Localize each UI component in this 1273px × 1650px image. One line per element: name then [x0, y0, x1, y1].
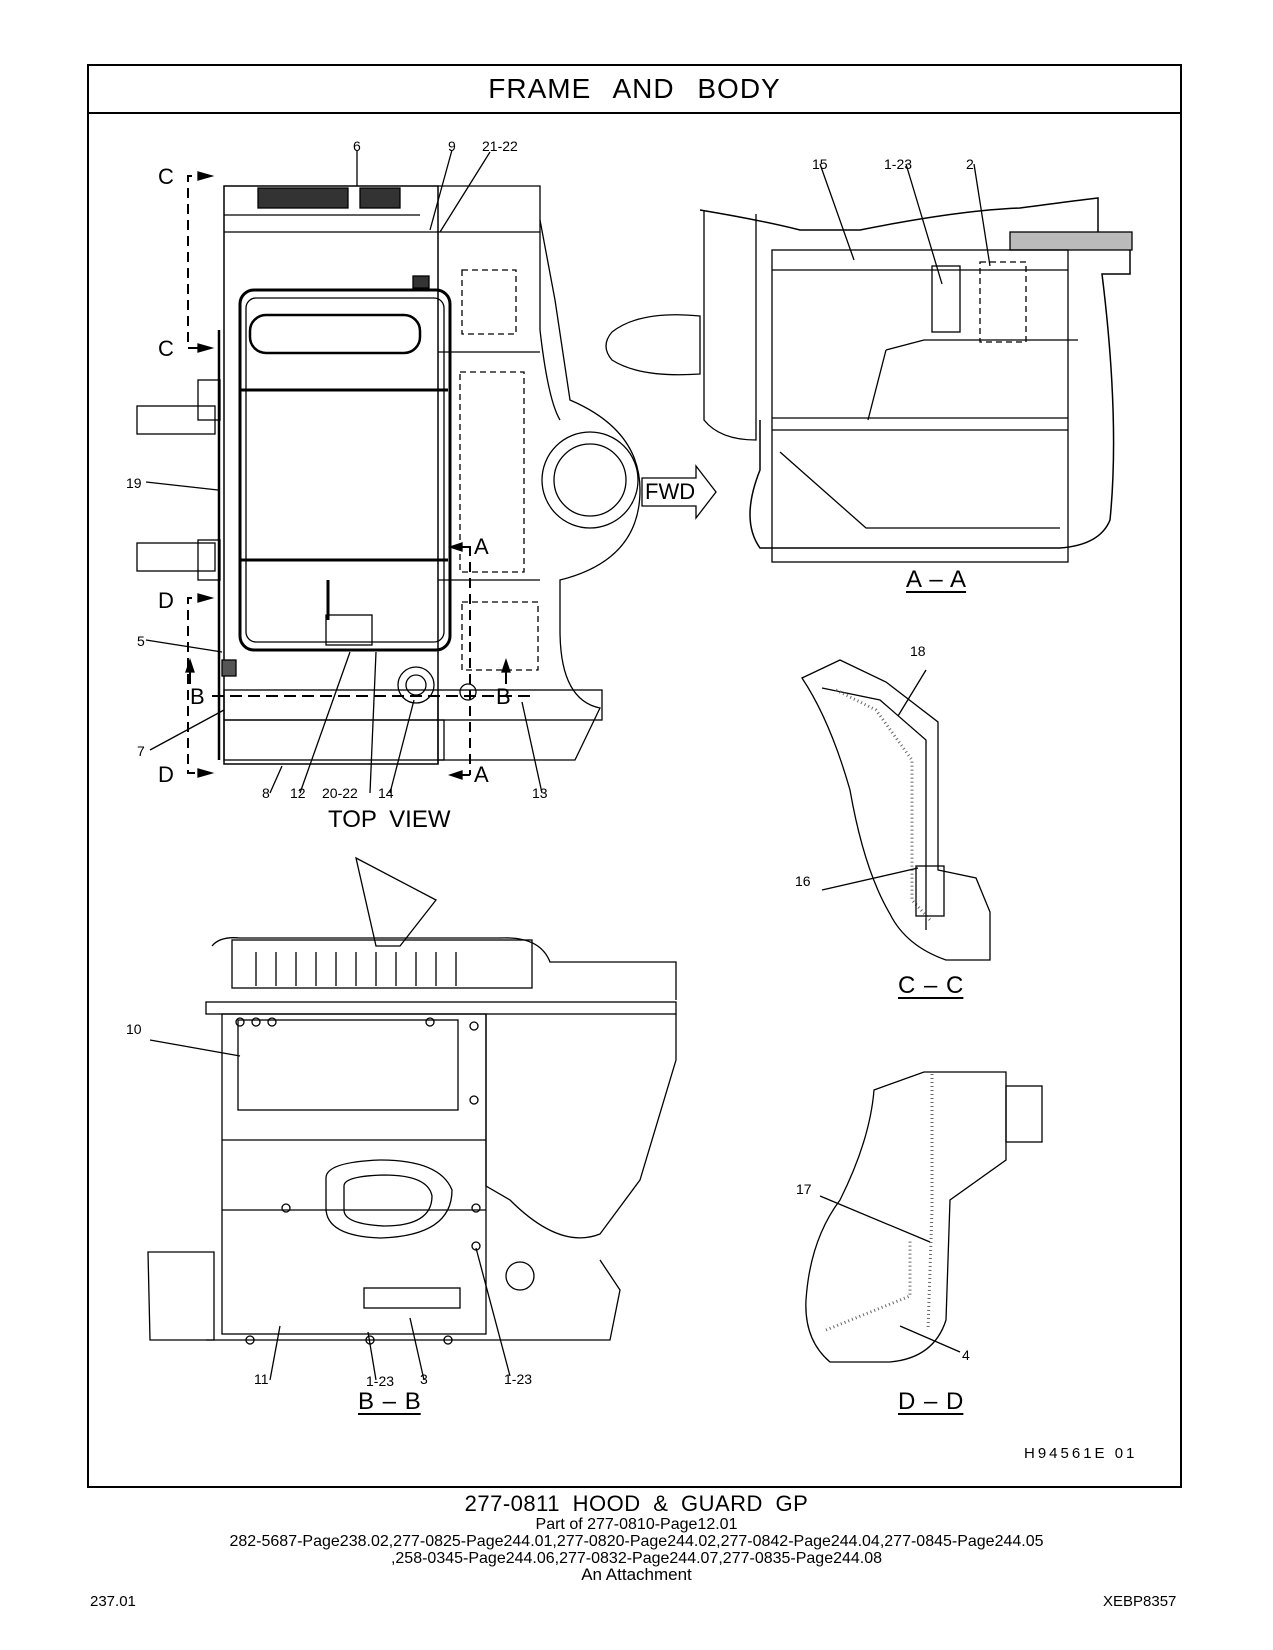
- callout-18: 18: [910, 643, 926, 659]
- callout-17: 17: [796, 1181, 812, 1197]
- section-dd-drawing: [805, 1071, 1043, 1363]
- footer-part-of: Part of 277-0810-Page12.01: [535, 1516, 738, 1533]
- section-bb-drawing: [147, 856, 677, 1381]
- callout-20-22: 20-22: [322, 785, 358, 801]
- callout-2: 2: [966, 156, 974, 172]
- section-marker-d-bottom: D: [158, 762, 174, 787]
- footer-title: 277-0811 HOOD & GUARD GP: [464, 1491, 809, 1516]
- callout-21-22: 21-22: [482, 138, 518, 154]
- section-cc-drawing: [801, 659, 991, 961]
- illustration-number: H94561E 01: [1024, 1445, 1138, 1462]
- callout-1-23-bb: 1-23: [366, 1373, 395, 1389]
- callout-1-23-aa: 1-23: [884, 156, 913, 172]
- fwd-arrow-shape: [641, 464, 717, 520]
- page-number: 237.01: [90, 1593, 136, 1610]
- footer-references-line-2: ,258-0345-Page244.06,277-0832-Page244.07…: [390, 1550, 883, 1567]
- footer-references-line-1: 282-5687-Page238.02,277-0825-Page244.01,…: [229, 1533, 1044, 1550]
- callout-1-23-bb-right: 1-23: [504, 1371, 533, 1387]
- callout-5: 5: [137, 633, 145, 649]
- fwd-label: FWD: [645, 479, 696, 504]
- callout-16: 16: [795, 873, 811, 889]
- callout-15: 15: [812, 156, 828, 172]
- top-view-drawing: [136, 149, 641, 794]
- callout-6: 6: [353, 138, 361, 154]
- callout-4: 4: [962, 1347, 970, 1363]
- section-cc-title: C – C: [898, 972, 964, 999]
- document-id: XEBP8357: [1103, 1593, 1177, 1610]
- top-view-title: TOP VIEW: [328, 806, 451, 833]
- callout-19: 19: [126, 475, 142, 491]
- page-title: FRAME AND BODY: [89, 66, 1180, 114]
- callout-12: 12: [290, 785, 306, 801]
- section-marker-b-left: B: [190, 684, 205, 709]
- footer-attachment: An Attachment: [581, 1565, 692, 1584]
- section-aa-title: A – A: [906, 566, 967, 593]
- callout-14: 14: [378, 785, 394, 801]
- section-dd-title: D – D: [898, 1388, 964, 1415]
- drawing-frame: FRAME AND BODY: [87, 64, 1182, 1488]
- callout-7: 7: [137, 743, 145, 759]
- callout-9: 9: [448, 138, 456, 154]
- callout-11: 11: [254, 1371, 269, 1387]
- callout-3: 3: [420, 1371, 428, 1387]
- section-marker-c-top: C: [158, 164, 174, 189]
- section-marker-a-bottom: A: [474, 762, 489, 787]
- section-marker-c-bottom: C: [158, 336, 174, 361]
- section-marker-b-right: B: [496, 684, 511, 709]
- callout-13: 13: [532, 785, 548, 801]
- callout-8: 8: [262, 785, 270, 801]
- section-aa-drawing: [605, 163, 1133, 563]
- callout-10: 10: [126, 1021, 142, 1037]
- section-marker-a-top: A: [474, 534, 489, 559]
- section-bb-title: B – B: [358, 1388, 421, 1415]
- section-marker-d-top: D: [158, 588, 174, 613]
